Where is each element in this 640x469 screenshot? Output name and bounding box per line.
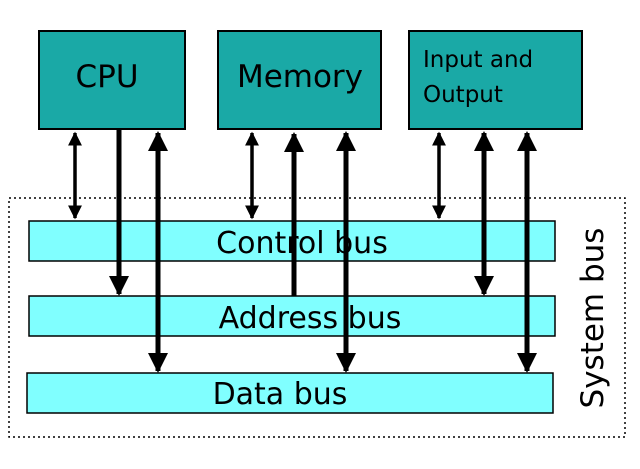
- memory-label: Memory: [237, 59, 363, 95]
- address-bus-label: Address bus: [219, 301, 402, 336]
- control-bus-label: Control bus: [216, 226, 388, 261]
- cpu-box: [38, 30, 186, 130]
- system-bus-enclosure: [8, 197, 626, 438]
- memory-box: [217, 30, 382, 130]
- io-label-line1: Input and: [423, 47, 533, 73]
- io-label-line2: Output: [423, 82, 503, 108]
- cpu-label: CPU: [75, 59, 138, 95]
- system-bus-label: System bus: [575, 228, 611, 409]
- data-bus-label: Data bus: [213, 377, 348, 412]
- input-output-box: [408, 30, 583, 130]
- data-bus-bar: [26, 372, 554, 414]
